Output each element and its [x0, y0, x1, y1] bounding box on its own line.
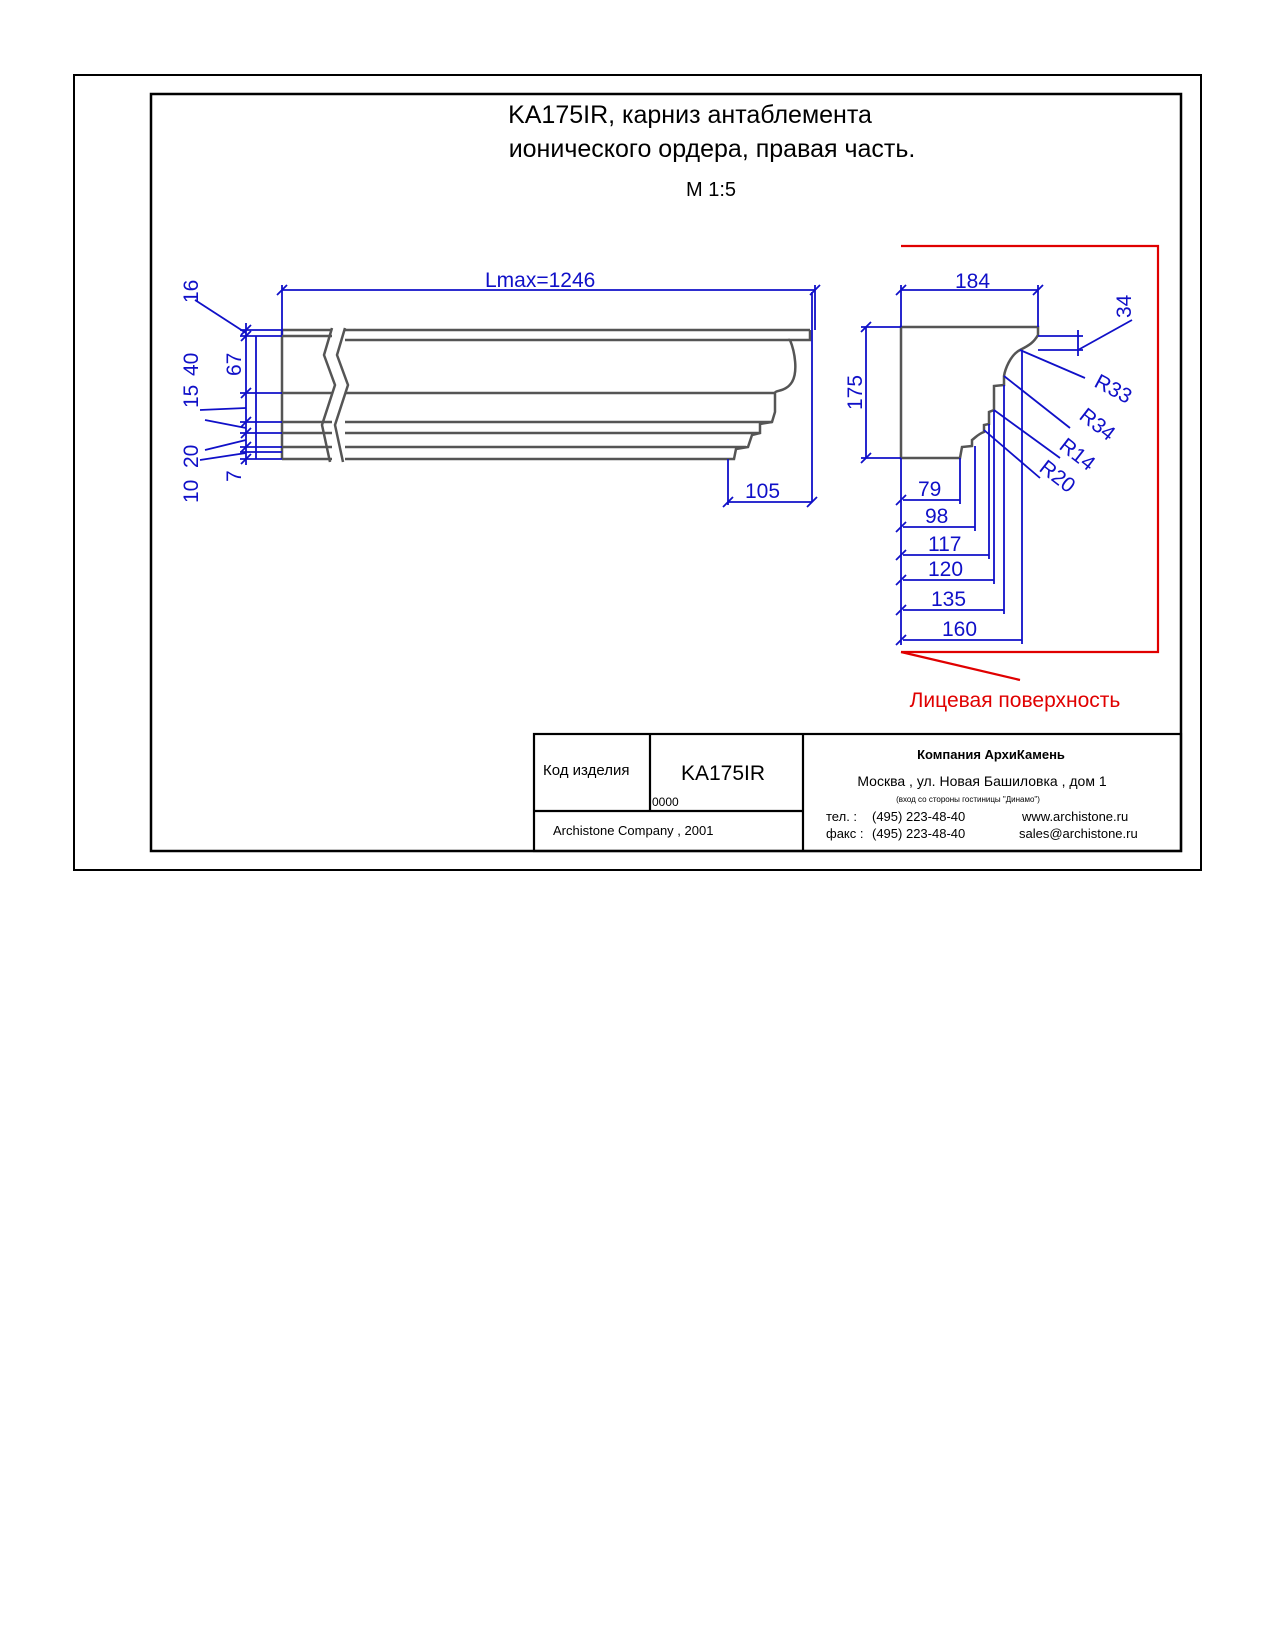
dim-15: 15: [180, 385, 203, 408]
scale-label: М 1:5: [686, 179, 736, 201]
inner-frame: [149, 92, 1183, 853]
dim-10: 10: [180, 480, 203, 503]
length-dimension: Lmax=1246: [485, 269, 595, 292]
dim-40: 40: [180, 353, 203, 376]
address-note: (вход со стороны гостиницы "Динамо"): [896, 795, 1040, 804]
dim-120: 120: [928, 558, 963, 581]
section-dimensions: [860, 284, 1133, 646]
email[interactable]: sales@archistone.ru: [1019, 826, 1138, 841]
website[interactable]: www.archistone.ru: [1021, 809, 1128, 824]
dim-79: 79: [918, 478, 941, 501]
front-dimensions: [194, 284, 821, 508]
title-line-2: ионического ордера, правая часть.: [509, 135, 916, 163]
fax-number: (495) 223-48-40: [872, 826, 965, 841]
dim-175: 175: [844, 375, 867, 410]
drawing-number: 0000: [652, 795, 679, 809]
company-address: Москва , ул. Новая Башиловка , дом 1: [857, 773, 1106, 789]
fax-label: факс :: [826, 826, 863, 841]
company-copyright: Archistone Company , 2001: [553, 823, 713, 838]
outer-frame: [73, 74, 1202, 871]
dim-20: 20: [180, 445, 203, 468]
tel-number: (495) 223-48-40: [872, 809, 965, 824]
dim-67: 67: [223, 353, 246, 376]
dim-98: 98: [925, 505, 948, 528]
dim-34: 34: [1113, 294, 1136, 318]
face-surface-line: [900, 244, 1160, 682]
front-view: [280, 327, 812, 463]
dim-184: 184: [955, 270, 990, 293]
face-surface-label: Лицевая поверхность: [910, 689, 1121, 712]
tel-label: тел. :: [826, 809, 857, 824]
dim-160: 160: [942, 618, 977, 641]
dim-16: 16: [180, 280, 203, 303]
title-block: [532, 732, 1183, 853]
code-label: Код изделия: [543, 762, 629, 779]
dim-117: 117: [928, 533, 961, 556]
company-name: Компания АрхиКамень: [917, 747, 1065, 762]
dim-135: 135: [931, 588, 966, 611]
title-line-1: KA175IR, карниз антаблемента: [508, 101, 872, 129]
code-value: KA175IR: [681, 762, 765, 785]
section-profile: [899, 325, 1040, 460]
dim-r33: R33: [1091, 370, 1136, 408]
dim-r34: R34: [1075, 404, 1120, 446]
dim-7: 7: [223, 470, 246, 482]
projection-dimension: 105: [745, 480, 780, 503]
